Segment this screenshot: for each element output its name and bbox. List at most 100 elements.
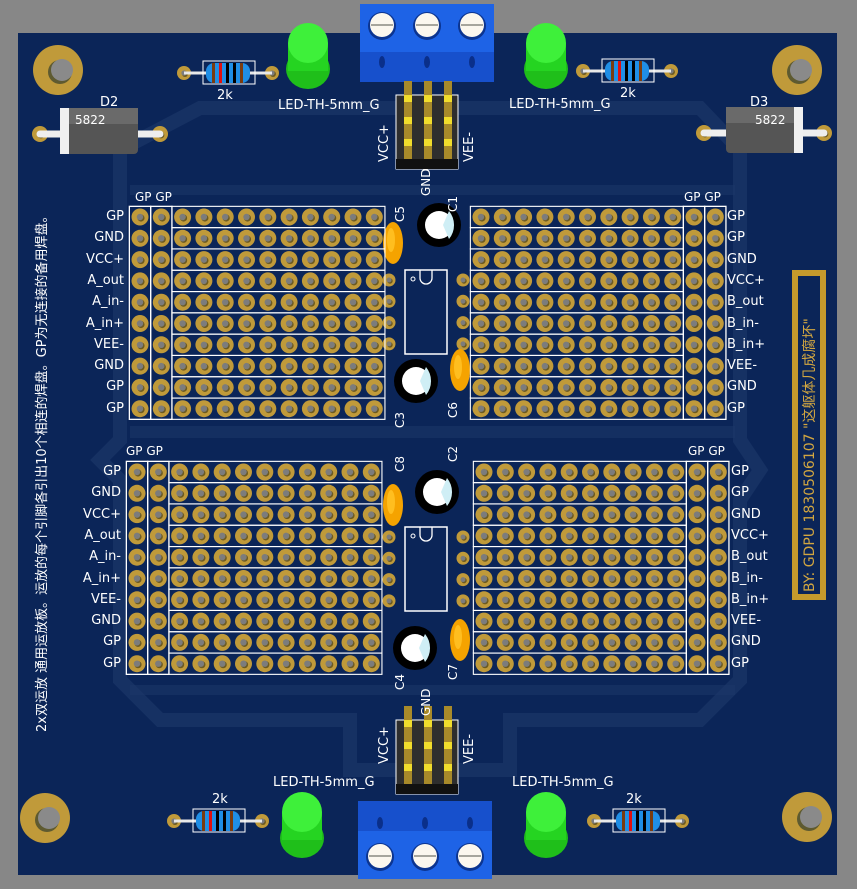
solder-pad — [235, 548, 252, 566]
solder-pad — [131, 208, 149, 226]
solder-pad — [536, 378, 554, 396]
solder-pad — [496, 570, 514, 587]
solder-pad — [301, 357, 319, 375]
row-label: A_out — [84, 527, 121, 543]
solder-pad — [280, 208, 298, 226]
solder-pad — [582, 591, 599, 609]
solder-pad — [301, 315, 319, 332]
solder-pad — [709, 655, 727, 673]
led-green — [524, 792, 568, 858]
solder-pad — [475, 570, 493, 587]
solder-pad — [536, 315, 554, 332]
solder-pad — [688, 633, 706, 651]
solder-pad — [645, 655, 663, 673]
solder-pad — [365, 293, 383, 311]
solder-pad — [600, 251, 618, 269]
solder-pad — [515, 208, 533, 226]
row-label: B_in+ — [727, 336, 766, 352]
solder-pad — [706, 378, 724, 396]
solder-pad — [560, 527, 578, 545]
solder-pad — [277, 548, 295, 566]
diode-ref-label: D3 — [750, 95, 769, 110]
resistor-value-label: 2k — [620, 86, 636, 101]
author-label-box — [792, 270, 826, 600]
row-label: A_in- — [89, 549, 121, 565]
solder-pad — [642, 229, 660, 247]
pin-header-3x3 — [395, 706, 459, 795]
solder-pad — [344, 208, 362, 226]
solder-pad — [174, 229, 192, 247]
solder-pad — [152, 229, 170, 247]
electrolytic-capacitor — [393, 626, 437, 670]
solder-pad — [539, 548, 557, 566]
solder-pad — [256, 570, 274, 587]
solder-pad — [171, 548, 189, 566]
solder-pad — [560, 463, 578, 481]
solder-pad — [600, 357, 618, 375]
solder-pad — [382, 551, 396, 565]
solder-pad — [235, 570, 252, 587]
solder-pad — [235, 633, 252, 651]
solder-pad — [128, 506, 146, 524]
solder-pad — [621, 378, 639, 396]
gp-header-label: GP GP — [135, 190, 172, 204]
row-label: GND — [727, 379, 757, 395]
solder-pad — [475, 612, 493, 630]
solder-pad — [493, 357, 511, 375]
solder-pad — [341, 548, 359, 566]
solder-pad — [192, 548, 210, 566]
row-label: GP — [731, 485, 749, 501]
solder-pad — [382, 530, 396, 544]
solder-pad — [557, 272, 575, 290]
solder-pad — [515, 357, 533, 375]
solder-pad — [128, 633, 146, 651]
solder-pad — [131, 229, 149, 247]
solder-pad — [152, 251, 170, 269]
solder-pad — [195, 293, 213, 311]
solder-pad — [496, 484, 514, 502]
solder-pad — [685, 400, 703, 418]
solder-pad — [664, 315, 682, 332]
led-green — [524, 23, 568, 89]
solder-pad — [280, 378, 298, 396]
solder-pad — [152, 400, 170, 418]
solder-pad — [539, 484, 557, 502]
row-label: VCC+ — [86, 251, 124, 267]
opamp-dip8-footprint — [382, 526, 470, 612]
solder-pad — [709, 633, 727, 651]
solder-pad — [518, 570, 536, 587]
solder-pad — [320, 570, 338, 587]
solder-pad — [149, 612, 167, 630]
solder-pad — [472, 336, 490, 354]
solder-pad — [174, 378, 192, 396]
ceramic-capacitor — [450, 349, 470, 391]
resistor-value-label: 2k — [212, 792, 228, 807]
solder-pad — [493, 208, 511, 226]
row-label: A_out — [87, 272, 124, 288]
solder-pad — [320, 548, 338, 566]
solder-pad — [128, 484, 146, 502]
solder-pad — [493, 315, 511, 332]
solder-pad — [301, 251, 319, 269]
row-label: GP — [106, 209, 124, 224]
solder-pad — [171, 591, 189, 609]
solder-pad — [171, 527, 189, 545]
solder-pad — [298, 591, 316, 609]
solder-pad — [174, 400, 192, 418]
row-label: GP — [103, 634, 121, 650]
solder-pad — [277, 463, 295, 481]
solder-pad — [557, 251, 575, 269]
solder-pad — [128, 591, 146, 609]
solder-pad — [621, 208, 639, 226]
solder-pad — [280, 336, 298, 354]
cap-ref-label: C4 — [393, 673, 407, 690]
solder-pad — [216, 357, 234, 375]
solder-pad — [579, 293, 596, 311]
solder-pad — [475, 484, 493, 502]
solder-pad — [362, 612, 380, 630]
solder-pad — [365, 208, 383, 226]
solder-pad — [216, 229, 234, 247]
solder-pad — [472, 293, 490, 311]
solder-pad — [280, 400, 298, 418]
diode-ref-label: D2 — [100, 95, 119, 110]
